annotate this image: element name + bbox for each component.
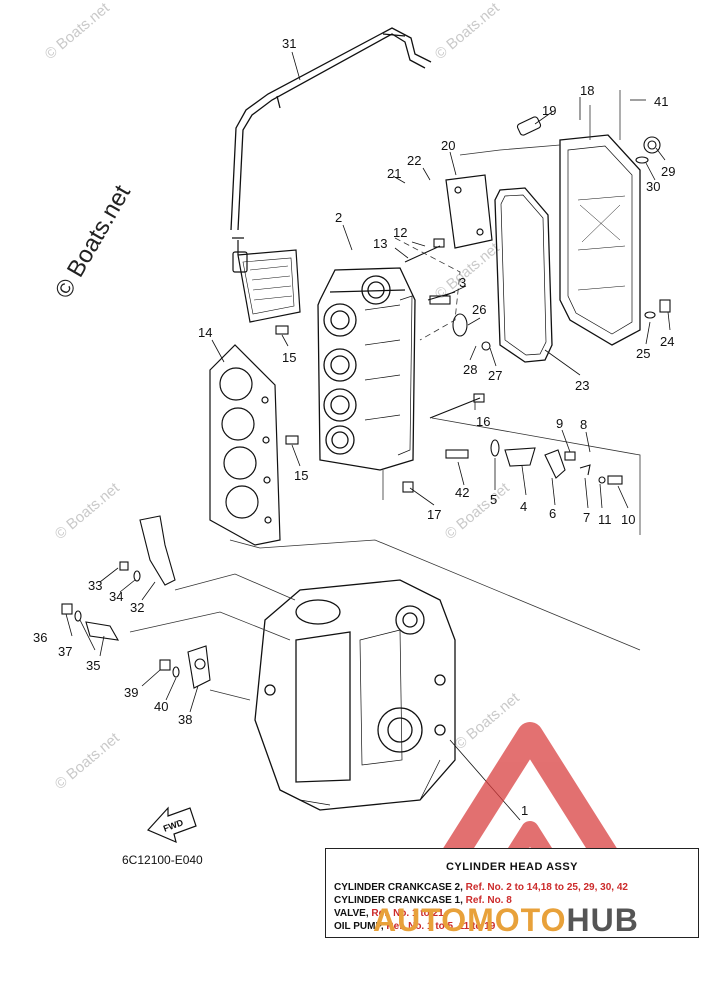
callout-14: 14 <box>198 325 212 340</box>
callout-10: 10 <box>621 512 635 527</box>
callout-8: 8 <box>580 417 587 432</box>
callout-12: 12 <box>393 225 407 240</box>
side-fittings <box>61 515 211 689</box>
callout-23: 23 <box>575 378 589 393</box>
callout-16: 16 <box>476 414 490 429</box>
watermark-text: © Boats.net <box>52 729 124 793</box>
breather-plate <box>445 174 493 249</box>
callout-labels: 1 2 3 4 5 6 7 8 9 10 11 12 13 14 15 15 1… <box>33 36 675 818</box>
callout-30: 30 <box>646 179 660 194</box>
fwd-arrow: FWD <box>146 806 197 844</box>
legend-detail: Ref. No. 8 <box>462 895 512 906</box>
cover-fasteners <box>516 116 671 319</box>
legend-box: CYLINDER HEAD ASSY CYLINDER CRANKCASE 2,… <box>325 848 699 938</box>
cylinder-head <box>317 267 416 471</box>
callout-4: 4 <box>520 499 527 514</box>
callout-22: 22 <box>407 153 421 168</box>
strainer-part <box>232 237 301 323</box>
legend-detail: Ref. No. 2 to 14,18 to 25, 29, 30, 42 <box>462 882 628 893</box>
callout-9: 9 <box>556 416 563 431</box>
callout-21: 21 <box>387 166 401 181</box>
callout-1: 1 <box>521 803 528 818</box>
callout-13: 13 <box>373 236 387 251</box>
watermark-text: © Boats.net <box>42 0 114 63</box>
callout-32: 32 <box>130 600 144 615</box>
callout-20: 20 <box>441 138 455 153</box>
breather-hose <box>230 27 432 231</box>
legend-line: OIL PUMP, Ref. No. 1 to 5, 11 to 19 <box>334 920 628 933</box>
callout-31: 31 <box>282 36 296 51</box>
callout-25: 25 <box>636 346 650 361</box>
watermark-text: © Boats.net <box>52 479 124 543</box>
legend-lines: CYLINDER CRANKCASE 2, Ref. No. 2 to 14,1… <box>334 881 628 933</box>
callout-39: 39 <box>124 685 138 700</box>
grouping-lines <box>129 90 641 701</box>
callout-19: 19 <box>542 103 556 118</box>
callout-37: 37 <box>58 644 72 659</box>
callout-34: 34 <box>109 589 123 604</box>
legend-title: CYLINDER HEAD ASSY <box>445 861 579 873</box>
legend-line: VALVE, Ref. No. 1 to 21 <box>334 907 628 920</box>
thermostat-parts <box>445 439 623 485</box>
watermark-text-large: © Boats.net <box>50 180 136 303</box>
callout-17: 17 <box>427 507 441 522</box>
callout-26: 26 <box>472 302 486 317</box>
callout-24: 24 <box>660 334 674 349</box>
legend-label: CYLINDER CRANKCASE 2, <box>334 882 463 893</box>
watermark-text: © Boats.net <box>442 479 514 543</box>
callout-2: 2 <box>335 210 342 225</box>
watermark-text: © Boats.net <box>432 239 504 303</box>
callout-33: 33 <box>88 578 102 593</box>
callout-3: 3 <box>459 275 466 290</box>
legend-label: CYLINDER CRANKCASE 1, <box>334 895 463 906</box>
brand-text-secondary: HUB <box>566 902 639 938</box>
leader-lines <box>65 51 671 821</box>
legend-line: CYLINDER CRANKCASE 2, Ref. No. 2 to 14,1… <box>334 881 628 894</box>
callout-42: 42 <box>455 485 469 500</box>
head-cover <box>559 134 641 346</box>
watermark-text: © Boats.net <box>432 0 504 63</box>
head-gasket <box>209 344 281 546</box>
callout-5: 5 <box>490 492 497 507</box>
watermark-layer: © Boats.net © Boats.net © Boats.net © Bo… <box>42 0 524 793</box>
callout-29: 29 <box>661 164 675 179</box>
callout-28: 28 <box>463 362 477 377</box>
legend-label: VALVE, <box>334 908 369 919</box>
cylinder-block <box>254 579 456 811</box>
legend-detail: Ref. No. 1 to 5, 11 to 19 <box>383 921 496 932</box>
callout-41: 41 <box>654 94 668 109</box>
brand-watermark: AUTOMOTOHUB <box>373 902 639 939</box>
callout-18: 18 <box>580 83 594 98</box>
callout-40: 40 <box>154 699 168 714</box>
callout-27: 27 <box>488 368 502 383</box>
callout-36: 36 <box>33 630 47 645</box>
callout-15b: 15 <box>294 468 308 483</box>
cover-gasket <box>494 187 553 363</box>
callout-15a: 15 <box>282 350 296 365</box>
legend-detail: Ref. No. 1 to 21 <box>368 908 444 919</box>
legend-label: OIL PUMP, <box>334 921 384 932</box>
legend-line: CYLINDER CRANKCASE 1, Ref. No. 8 <box>334 894 628 907</box>
callout-11: 11 <box>598 512 612 527</box>
callout-7: 7 <box>583 510 590 525</box>
diagram-code: 6C12100-E040 <box>122 853 203 867</box>
callout-6: 6 <box>549 506 556 521</box>
callout-35: 35 <box>86 658 100 673</box>
brand-text-primary: AUTOMOTO <box>373 902 567 938</box>
callout-38: 38 <box>178 712 192 727</box>
